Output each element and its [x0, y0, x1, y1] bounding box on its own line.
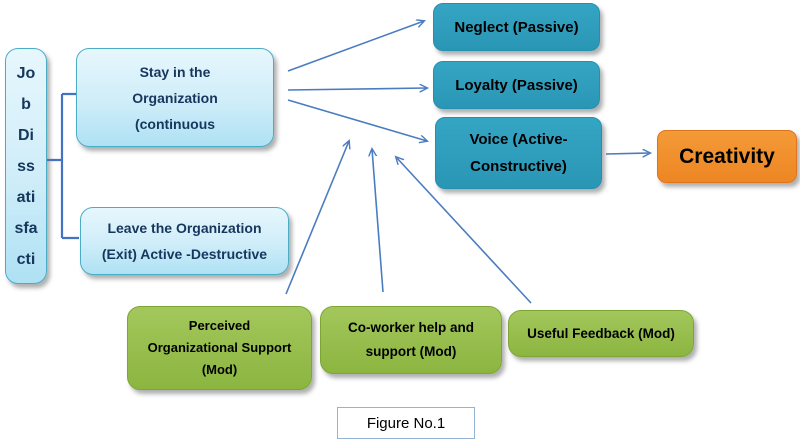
job-box-line: ss	[17, 157, 35, 175]
arrow-stay-to-voice	[287, 99, 427, 141]
creativity-box-label: Creativity	[679, 144, 775, 168]
neglect-box-label: Neglect (Passive)	[454, 18, 579, 36]
feedback-box-label: Useful Feedback (Mod)	[527, 326, 675, 341]
stay-in-organization-box: Stay in the Organization (continuous	[76, 48, 274, 147]
figure-caption-label: Figure No.1	[366, 414, 446, 432]
job-box-line: ati	[16, 188, 36, 206]
job-split-connector	[45, 92, 79, 240]
arrow-stay-to-neglect	[287, 21, 424, 72]
creativity-box: Creativity	[657, 130, 797, 183]
job-dissatisfaction-box: Jo b Di ss ati sfa cti	[5, 48, 47, 284]
job-box-line: Jo	[16, 64, 36, 82]
arrow-perceived-support-up	[285, 141, 349, 295]
arrow-coworker-support-up	[372, 149, 384, 293]
perceived-box-line: Perceived	[188, 318, 251, 333]
job-box-line: b	[21, 95, 31, 113]
stay-box-line: (continuous	[134, 115, 216, 132]
stay-box-line: Organization	[132, 89, 218, 106]
leave-organization-box: Leave the Organization (Exit) Active -De…	[80, 207, 289, 275]
coworker-help-support-box: Co-worker help and support (Mod)	[320, 306, 502, 374]
arrow-stay-to-loyalty	[287, 88, 427, 90]
figure-caption-box: Figure No.1	[337, 407, 475, 439]
stay-box-line: Stay in the	[139, 63, 211, 80]
coworker-box-line: support (Mod)	[365, 344, 457, 359]
job-box-line: cti	[16, 250, 36, 268]
voice-active-constructive-box: Voice (Active- Constructive)	[435, 117, 602, 189]
loyalty-box-label: Loyalty (Passive)	[455, 76, 578, 94]
perceived-organizational-support-box: Perceived Organizational Support (Mod)	[127, 306, 312, 390]
leave-box-line: Leave the Organization	[107, 220, 262, 236]
perceived-box-line: Organizational Support	[147, 340, 292, 355]
job-box-line: sfa	[14, 219, 38, 237]
leave-box-line: (Exit) Active -Destructive	[101, 246, 268, 262]
perceived-box-line: (Mod)	[201, 362, 238, 377]
arrow-useful-feedback-up	[396, 157, 532, 304]
neglect-passive-box: Neglect (Passive)	[433, 3, 600, 51]
arrow-voice-to-creativity	[605, 153, 650, 154]
useful-feedback-box: Useful Feedback (Mod)	[508, 310, 694, 357]
loyalty-passive-box: Loyalty (Passive)	[433, 61, 600, 109]
voice-box-line: Constructive)	[470, 158, 567, 175]
job-box-line: Di	[18, 126, 34, 144]
voice-box-line: Voice (Active-	[469, 131, 568, 148]
coworker-box-line: Co-worker help and	[347, 320, 474, 335]
